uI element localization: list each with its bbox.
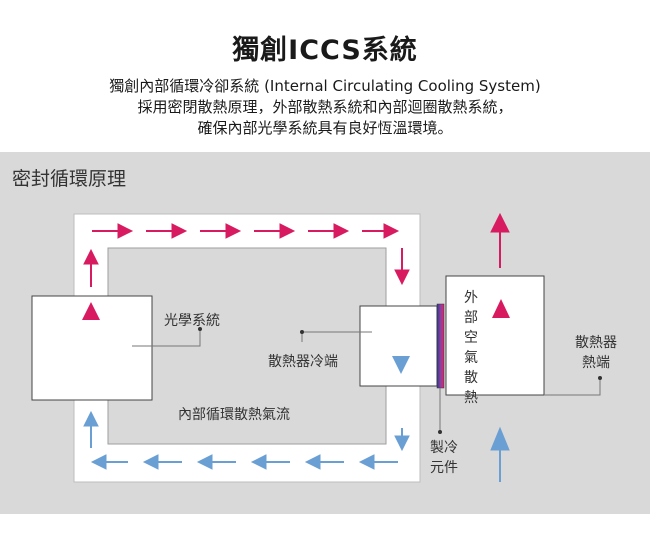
arrow-up-cold bbox=[83, 410, 99, 448]
label-cooling-element-1: 製冷 bbox=[430, 440, 458, 456]
label-cooling-element-2: 元件 bbox=[430, 460, 458, 476]
label-external-air-2: 部 bbox=[464, 310, 478, 326]
cooling-element bbox=[436, 303, 445, 434]
page-title: 獨創ICCS系統 bbox=[232, 35, 418, 66]
arrow-left-cold bbox=[358, 454, 398, 470]
panel-title: 密封循環原理 bbox=[12, 168, 127, 190]
label-external-air-5: 散 bbox=[464, 370, 478, 386]
external-arrow-up-cold bbox=[490, 426, 510, 482]
heat-sink-hot-box bbox=[445, 275, 602, 396]
intro-line-3: 確保內部光學系統具有良好恆溫環境。 bbox=[197, 119, 453, 137]
intro-text: 獨創內部循環冷卻系統 (Internal Circulating Cooling… bbox=[0, 76, 650, 139]
arrow-left-cold bbox=[196, 454, 236, 470]
arrow-left-cold bbox=[90, 454, 128, 470]
arrow-right-hot bbox=[308, 223, 350, 239]
arrow-down-gradient bbox=[392, 356, 410, 374]
label-heat-sink-cold: 散熱器冷端 bbox=[268, 354, 338, 370]
intro-line-2: 採用密閉散熱原理，外部散熱系統和內部迴圈散熱系統， bbox=[137, 98, 513, 116]
header: 獨創ICCS系統 獨創內部循環冷卻系統 (Internal Circulatin… bbox=[0, 0, 650, 152]
label-optical-system: 光學系統 bbox=[164, 313, 220, 329]
arrow-right-hot bbox=[200, 223, 242, 239]
label-heat-sink-hot-2: 熱端 bbox=[582, 355, 610, 371]
arrow-right-hot bbox=[254, 223, 296, 239]
arrow-up-gradient bbox=[492, 299, 510, 318]
heat-sink-cold-box bbox=[300, 305, 438, 387]
label-heat-sink-hot-1: 散熱器 bbox=[575, 335, 617, 351]
external-arrow-up-hot bbox=[490, 212, 510, 268]
label-external-air-4: 氣 bbox=[464, 350, 478, 366]
arrow-up-gradient bbox=[82, 302, 100, 320]
intro-line-1: 獨創內部循環冷卻系統 (Internal Circulating Cooling… bbox=[109, 77, 541, 95]
arrow-right-hot bbox=[146, 223, 188, 239]
bottom-band bbox=[0, 514, 650, 553]
arrow-down-hot bbox=[394, 248, 410, 286]
diagram-panel: 光學系統 散熱器冷端 內部循環散熱氣流 製冷 元件 外 部 bbox=[0, 152, 650, 514]
label-external-air-1: 外 bbox=[464, 290, 478, 306]
bottom-flow-arrows bbox=[90, 454, 398, 470]
label-internal-airflow: 內部循環散熱氣流 bbox=[178, 407, 290, 423]
sealed-circulation-diagram: 光學系統 散熱器冷端 內部循環散熱氣流 製冷 元件 外 部 bbox=[31, 212, 617, 483]
arrow-right-hot bbox=[92, 223, 134, 239]
arrow-up-hot bbox=[83, 248, 99, 287]
label-external-air-3: 空 bbox=[464, 330, 478, 346]
arrow-right-hot bbox=[362, 223, 400, 239]
arrow-left-cold bbox=[142, 454, 182, 470]
arrow-down-cold bbox=[394, 428, 410, 452]
arrow-left-cold bbox=[250, 454, 290, 470]
label-external-air-6: 熱 bbox=[464, 390, 478, 406]
arrow-left-cold bbox=[304, 454, 344, 470]
top-flow-arrows bbox=[92, 223, 400, 239]
optical-system-box bbox=[31, 295, 202, 401]
